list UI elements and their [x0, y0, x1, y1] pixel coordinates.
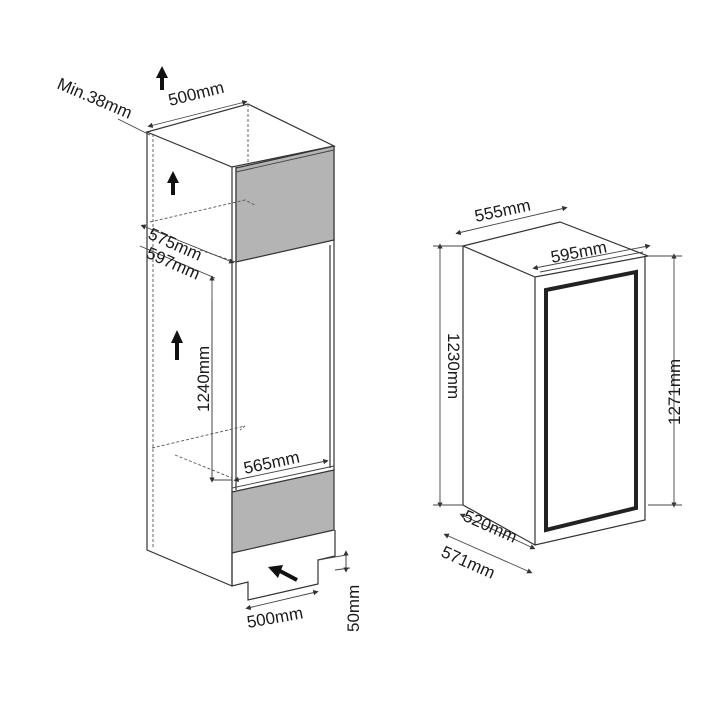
dim-appliance-width: 595mm — [549, 237, 608, 266]
upper-cabinet-door — [235, 145, 335, 263]
dim-top-vent-width: 500mm — [166, 78, 226, 110]
airflow-in-arrow-plinth — [268, 565, 298, 582]
dim-niche-width: 565mm — [242, 448, 301, 478]
dim-appliance-depth-top: 555mm — [473, 196, 532, 226]
dim-niche-height: 1240mm — [194, 346, 213, 412]
built-in-cabinet — [117, 66, 351, 611]
wine-cooler-appliance — [433, 205, 682, 574]
dim-plinth-vent-height: 50mm — [344, 585, 363, 632]
dim-appliance-total-depth: 571mm — [438, 542, 498, 582]
dim-appliance-body-height: 1230mm — [444, 333, 463, 399]
airflow-up-arrow-middle — [171, 330, 183, 360]
lower-drawer-panel — [231, 469, 335, 554]
dim-plinth-vent-width: 500mm — [245, 603, 304, 632]
airflow-up-arrow-top — [156, 66, 168, 90]
airflow-up-arrow-upper — [167, 171, 179, 195]
dim-appliance-total-height: 1271mm — [665, 359, 684, 425]
dim-top-clearance: Min.38mm — [54, 74, 134, 122]
glass-door-frame — [544, 269, 638, 533]
dim-appliance-body-depth: 520mm — [460, 506, 520, 546]
